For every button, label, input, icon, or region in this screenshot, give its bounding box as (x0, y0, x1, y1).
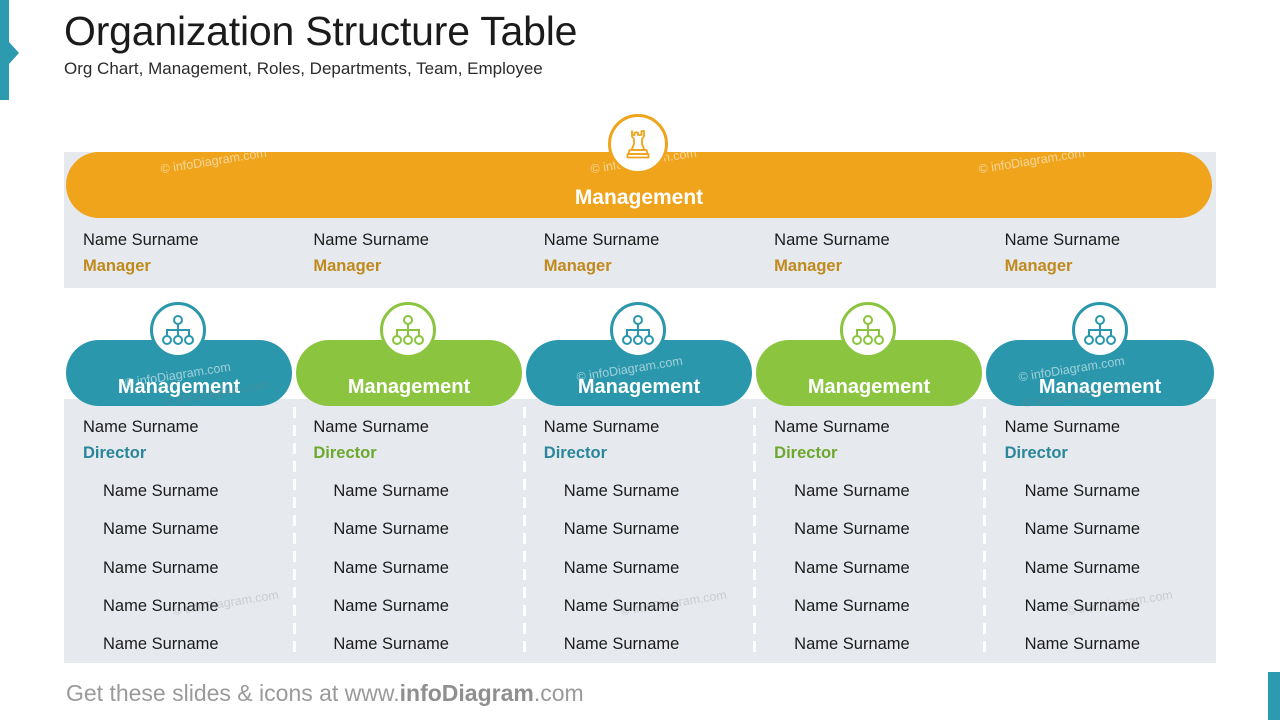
list-item: Name Surname (1024, 520, 1141, 539)
management-banner-label: Management (574, 186, 704, 209)
department-column: Name Surname Director Name Surname Name … (64, 414, 294, 664)
person-name: Name Surname (543, 418, 660, 436)
management-column: Name Surname Manager (294, 228, 524, 288)
person-role: Manager (543, 256, 612, 275)
department-column: Name Surname Director Name Surname Name … (525, 414, 755, 664)
list-item: Name Surname (103, 558, 219, 577)
person-role: Manager (774, 256, 843, 275)
list-item: Name Surname (103, 520, 219, 539)
person-name: Name Surname (313, 418, 429, 436)
org-chart-icon (840, 302, 896, 358)
org-chart-icon (380, 302, 436, 358)
person-name: Name Surname (313, 231, 429, 249)
person-role: Director (774, 444, 838, 463)
department-column: Name Surname Director Name Surname Name … (986, 414, 1216, 664)
left-accent-arrow (9, 42, 19, 64)
list-item: Name Surname (794, 635, 910, 654)
list-item: Name Surname (1024, 635, 1141, 654)
department-banner-label: Management (1038, 376, 1162, 398)
management-column: Name Surname Manager (755, 228, 985, 288)
department-banner-label: Management (577, 376, 701, 398)
page-title: Organization Structure Table (64, 8, 578, 54)
person-role: Director (83, 444, 147, 463)
person-role: Director (313, 444, 377, 463)
list-item: Name Surname (103, 596, 219, 615)
person-role: Director (543, 444, 608, 463)
management-column: Name Surname Manager (64, 228, 294, 288)
header: Organization Structure Table Org Chart, … (64, 8, 578, 79)
list-item: Name Surname (1024, 481, 1141, 500)
list-item: Name Surname (103, 481, 219, 500)
list-item: Name Surname (563, 635, 680, 654)
footer-prefix: Get these slides & icons at www. (66, 680, 400, 706)
list-item: Name Surname (333, 635, 449, 654)
department-column: Name Surname Director Name Surname Name … (755, 414, 985, 664)
management-column: Name Surname Manager (986, 228, 1216, 288)
footer[interactable]: Get these slides & icons at www.infoDiag… (66, 680, 584, 707)
column-divider (753, 407, 756, 655)
management-columns: Name Surname Manager Name Surname Manage… (64, 228, 1216, 288)
person-role: Director (1004, 444, 1068, 463)
list-item: Name Surname (794, 481, 910, 500)
person-role: Manager (313, 256, 382, 275)
person-role: Manager (1004, 256, 1073, 275)
list-item: Name Surname (103, 635, 219, 654)
department-banner-label: Management (117, 376, 241, 398)
person-role: Manager (83, 256, 151, 275)
list-item: Name Surname (1024, 558, 1141, 577)
list-item: Name Surname (333, 481, 449, 500)
footer-suffix: .com (533, 680, 584, 706)
person-name: Name Surname (774, 231, 890, 249)
list-item: Name Surname (333, 596, 449, 615)
list-item: Name Surname (794, 520, 910, 539)
list-item: Name Surname (563, 520, 680, 539)
department-banner-label: Management (807, 376, 931, 398)
department-banner[interactable]: © infoDiagram.com Management (986, 340, 1214, 406)
column-dividers (64, 399, 1216, 663)
list-item: Name Surname (563, 558, 680, 577)
column-divider (293, 407, 296, 655)
list-item: Name Surname (333, 558, 449, 577)
footer-brand: infoDiagram (399, 680, 534, 706)
list-item: Name Surname (563, 596, 680, 615)
list-item: Name Surname (1024, 596, 1141, 615)
org-chart-icon (1072, 302, 1128, 358)
person-name: Name Surname (774, 418, 890, 436)
department-banner-label: Management (347, 376, 471, 398)
chess-rook-icon (608, 114, 668, 174)
person-name: Name Surname (83, 418, 199, 436)
department-column: Name Surname Director Name Surname Name … (294, 414, 524, 664)
left-accent-bar (0, 0, 9, 100)
list-item: Name Surname (794, 558, 910, 577)
column-divider (983, 407, 986, 655)
departments-panel (64, 399, 1216, 663)
department-banner[interactable]: © infoDiagram.com Management (526, 340, 752, 406)
person-name: Name Surname (83, 231, 199, 249)
list-item: Name Surname (794, 596, 910, 615)
management-column: Name Surname Manager (525, 228, 755, 288)
org-chart-icon (150, 302, 206, 358)
department-columns: Name Surname Director Name Surname Name … (64, 414, 1216, 664)
right-accent-bar (1268, 672, 1280, 720)
list-item: Name Surname (563, 481, 680, 500)
list-item: Name Surname (333, 520, 449, 539)
person-name: Name Surname (543, 231, 660, 249)
person-name: Name Surname (1004, 418, 1121, 436)
department-banners: © infoDiagram.com Management Management … (64, 302, 1216, 406)
page-subtitle: Org Chart, Management, Roles, Department… (64, 59, 543, 79)
org-chart-icon (610, 302, 666, 358)
person-name: Name Surname (1004, 231, 1121, 249)
column-divider (523, 407, 526, 655)
